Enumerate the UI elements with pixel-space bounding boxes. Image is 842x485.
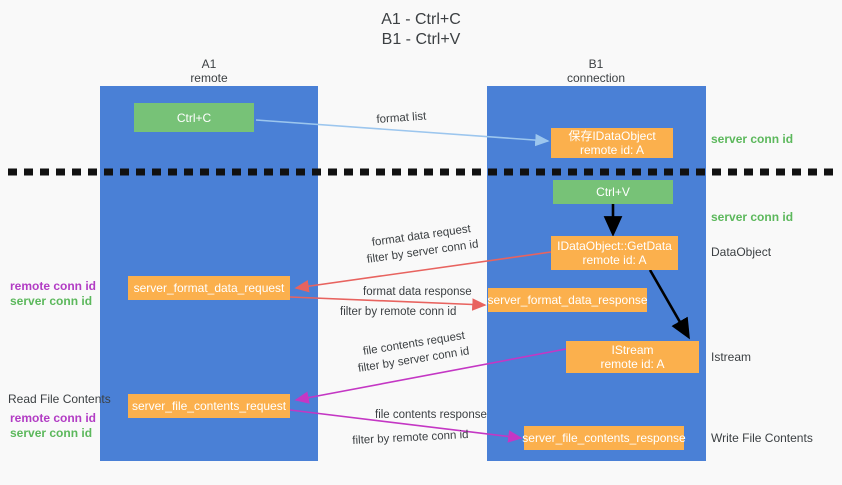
label-server-conn-id-1: server conn id	[10, 294, 93, 308]
box-getdata-title: IDataObject::GetData	[557, 239, 672, 253]
box-ctrl-v-label: Ctrl+V	[596, 185, 630, 199]
title-line-1: A1 - Ctrl+C	[381, 11, 461, 28]
page-title: A1 - Ctrl+C B1 - Ctrl+V	[0, 10, 842, 50]
column-header-a1-sub: remote	[190, 71, 228, 85]
box-istream[interactable]: IStream remote id: A	[566, 341, 699, 373]
box-server-format-data-response[interactable]: server_format_data_response	[487, 288, 648, 312]
label-remote-conn-id-1: remote conn id	[10, 279, 97, 293]
label-read-file-contents: Read File Contents	[8, 392, 111, 406]
column-header-b1-name: B1	[588, 57, 604, 71]
label-server-conn-id-top: server conn id	[711, 132, 794, 146]
caption-fcresp-filter-value: remote conn id	[392, 428, 469, 445]
label-remote-conn-id-2: remote conn id	[10, 411, 97, 425]
label-server-conn-id-mid: server conn id	[711, 210, 794, 224]
box-server-file-contents-response-label: server_file_contents_response	[522, 431, 686, 445]
box-istream-subtitle: remote id: A	[600, 357, 665, 371]
label-write-file-contents: Write File Contents	[711, 431, 813, 445]
label-server-conn-id-2: server conn id	[10, 426, 93, 440]
caption-fdresp-filter-value: remote conn id	[380, 306, 457, 318]
box-server-file-contents-response[interactable]: server_file_contents_response	[522, 426, 686, 450]
label-dataobject: DataObject	[711, 245, 772, 259]
caption-fcresp-filter-prefix: filter by	[352, 432, 393, 447]
column-header-b1: B1 connection	[516, 57, 676, 85]
box-idataobject-subtitle: remote id: A	[579, 143, 645, 157]
caption-format-list: format list	[376, 110, 427, 126]
caption-fdresp-filter-prefix: filter by	[340, 306, 381, 318]
column-header-a1-name: A1	[201, 57, 217, 71]
box-idataobject-title: 保存IDataObject	[568, 129, 656, 143]
box-server-file-contents-request[interactable]: server_file_contents_request	[128, 394, 290, 418]
box-server-format-data-response-label: server_format_data_response	[487, 293, 648, 307]
box-istream-title: IStream	[611, 343, 654, 357]
column-header-b1-sub: connection	[566, 71, 626, 85]
box-getdata-subtitle: remote id: A	[582, 253, 647, 267]
box-idataobject[interactable]: 保存IDataObject remote id: A	[551, 128, 673, 158]
caption-file-contents-response-filter: filter by remote conn id	[352, 428, 469, 448]
box-idataobject-getdata[interactable]: IDataObject::GetData remote id: A	[551, 236, 678, 270]
box-ctrl-c[interactable]: Ctrl+C	[134, 103, 254, 132]
box-ctrl-c-label: Ctrl+C	[176, 110, 212, 125]
column-header-a1: A1 remote	[129, 57, 289, 85]
caption-format-data-response: format data response	[363, 286, 472, 298]
caption-file-contents-response: file contents response	[375, 409, 487, 421]
box-server-file-contents-request-label: server_file_contents_request	[131, 399, 287, 413]
caption-fdreq-filter-prefix: filter by	[366, 248, 408, 266]
caption-fcreq-filter-prefix: filter by	[357, 356, 399, 375]
title-line-2: B1 - Ctrl+V	[381, 31, 461, 48]
box-server-format-data-request-label: server_format_data_request	[133, 281, 285, 295]
label-istream: Istream	[711, 350, 752, 364]
caption-format-data-response-filter: filter by remote conn id	[340, 305, 456, 319]
box-server-format-data-request[interactable]: server_format_data_request	[128, 276, 290, 300]
box-ctrl-v[interactable]: Ctrl+V	[553, 180, 673, 204]
